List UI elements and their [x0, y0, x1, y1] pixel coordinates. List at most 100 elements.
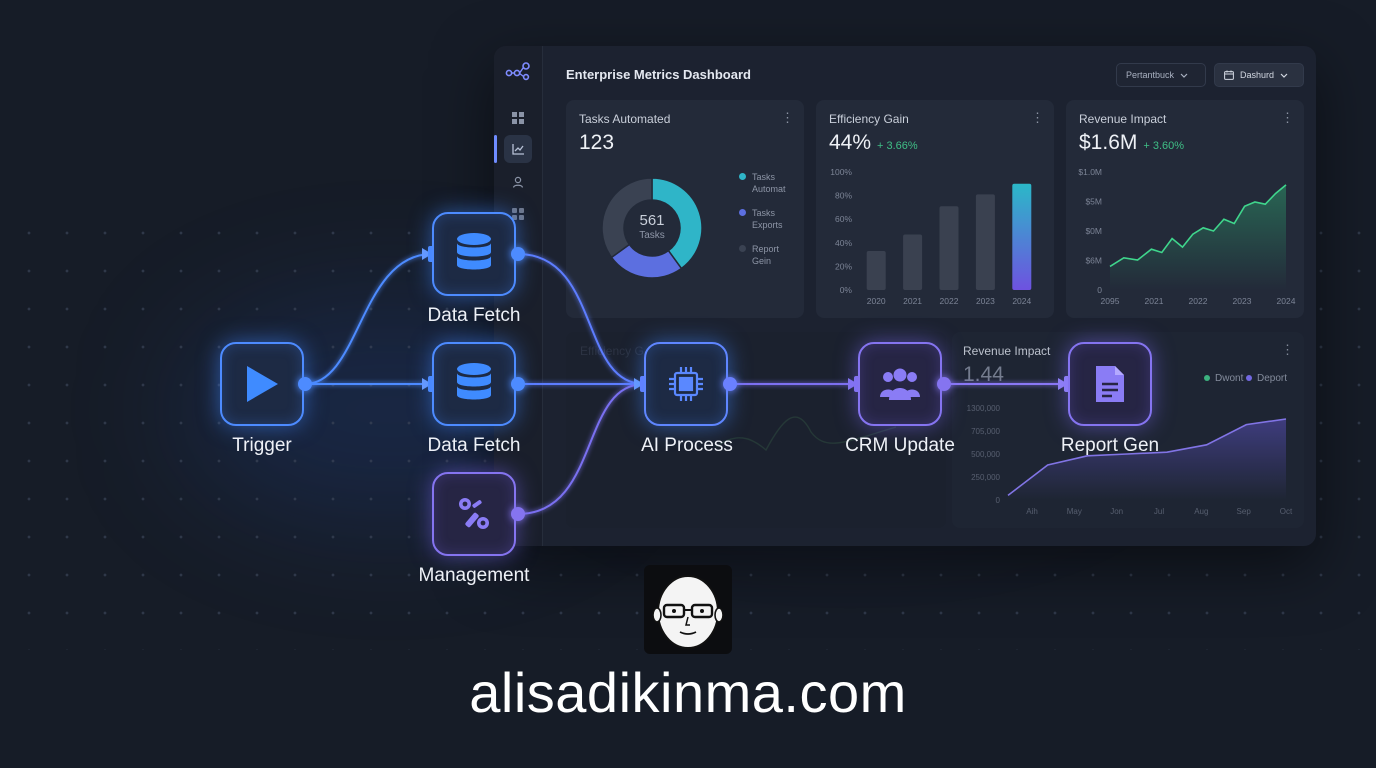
output-port[interactable] [723, 377, 737, 391]
revenue-impact-card: Revenue Impact $1.6M+ 3.60% ⋮ $1.0M$5M$0… [1066, 100, 1304, 318]
x-tick-label: Jon [1110, 507, 1123, 516]
legend-label: Tasks [752, 172, 776, 182]
arrowhead [422, 378, 432, 390]
output-port[interactable] [511, 247, 525, 261]
card-value: 44%+ 3.66% [829, 131, 918, 155]
node-ai-process[interactable] [644, 342, 728, 426]
y-tick-label: $6M [1085, 256, 1102, 266]
chart-line-icon [511, 144, 524, 155]
more-options-icon[interactable]: ⋮ [1281, 110, 1294, 125]
x-tick-label: May [1067, 507, 1082, 516]
x-tick-label: 2024 [1277, 296, 1296, 306]
node-label-trigger: Trigger [232, 435, 292, 456]
node-label-data-fetch-2: Data Fetch [427, 435, 521, 456]
x-tick-label: 2020 [867, 296, 886, 306]
legend-item-dwont: Dwont [1204, 373, 1243, 384]
more-options-icon[interactable]: ⋮ [781, 110, 794, 125]
database-icon [457, 363, 491, 400]
y-tick-label: 40% [835, 238, 852, 248]
x-tick-label: 2023 [976, 296, 995, 306]
card-title: Tasks Automated [579, 112, 671, 126]
tools-icon [459, 498, 489, 529]
chip-icon [669, 367, 703, 401]
sidebar-item-grid[interactable] [504, 104, 532, 132]
connector-mgmt-ai [517, 383, 645, 515]
y-tick-label: 60% [835, 214, 852, 224]
card-title: Efficiency Gain [829, 112, 909, 126]
node-label-crm-update: CRM Update [845, 435, 955, 456]
flow-logo-icon [505, 62, 530, 81]
legend-label: Report [752, 244, 780, 254]
x-tick-label: Sep [1237, 507, 1252, 516]
node-data-fetch-1[interactable] [432, 212, 516, 296]
x-tick-label: 2022 [940, 296, 959, 306]
node-management[interactable] [432, 472, 516, 556]
output-port[interactable] [511, 507, 525, 521]
legend-item-report-gein: Report Gein [739, 243, 780, 267]
node-label-data-fetch-1: Data Fetch [427, 305, 521, 326]
legend-swatch [1204, 375, 1210, 381]
node-trigger[interactable] [220, 342, 304, 426]
lower-line [1007, 418, 1287, 497]
brand-website: alisadikinma.com [469, 661, 907, 724]
x-tick-label: 2024 [1012, 296, 1031, 306]
author-avatar [644, 565, 732, 654]
output-port[interactable] [511, 377, 525, 391]
view-dropdown-label: Dashurd [1240, 70, 1275, 80]
legend-item-tasks-exports: Tasks Exports [739, 207, 783, 231]
connector-fetch1-ai [517, 253, 645, 385]
card-value: 1.44 [963, 363, 1004, 386]
node-label-management: Management [418, 565, 530, 586]
sidebar-item-analytics[interactable] [504, 135, 532, 163]
arrowhead [634, 378, 644, 390]
efficiency-delta: + 3.66% [877, 140, 918, 152]
legend-label: Exports [752, 220, 783, 230]
node-report-gen[interactable] [1068, 342, 1152, 426]
legend-item-deport: Deport [1246, 373, 1287, 384]
database-icon [457, 233, 491, 270]
output-port[interactable] [937, 377, 951, 391]
legend-label: Dwont [1215, 373, 1244, 384]
legend-item-tasks-automat: Tasks Automat [739, 171, 786, 195]
bar [939, 206, 959, 290]
y-tick-label: 20% [835, 261, 852, 271]
y-tick-label: 1300,000 [967, 404, 1001, 413]
legend-label: Deport [1257, 373, 1288, 384]
sidebar-item-apps[interactable] [504, 200, 532, 228]
avatar-face-illustration [652, 575, 724, 649]
output-port[interactable] [298, 377, 312, 391]
efficiency-gain-card: Efficiency Gain 44%+ 3.66% ⋮ 100%80%60%4… [816, 100, 1054, 318]
arrowhead [1058, 378, 1068, 390]
x-tick-label: Aug [1194, 507, 1208, 516]
arrowhead [422, 248, 432, 260]
node-data-fetch-2[interactable] [432, 342, 516, 426]
card-value: $1.6M+ 3.60% [1079, 131, 1184, 155]
apps-icon [512, 208, 524, 220]
y-tick-label: 0 [1097, 285, 1102, 295]
donut-center-value: 561 [639, 212, 665, 229]
legend-swatch [739, 245, 746, 252]
y-tick-label: 0% [840, 285, 853, 295]
x-tick-label: 2095 [1101, 296, 1120, 306]
revenue-delta: + 3.60% [1143, 140, 1185, 152]
legend-label: Automat [752, 184, 786, 194]
view-dropdown[interactable]: Dashurd [1214, 63, 1304, 87]
y-tick-label: 0 [996, 496, 1001, 505]
document-icon [1096, 366, 1124, 402]
x-tick-label: Jul [1154, 507, 1164, 516]
x-tick-label: 2022 [1189, 296, 1208, 306]
ghost-wave-line [716, 416, 896, 452]
sidebar-item-users[interactable] [504, 168, 532, 196]
node-crm-update[interactable] [858, 342, 942, 426]
x-tick-label: Oct [1280, 507, 1293, 516]
y-tick-label: $1.0M [1078, 167, 1102, 177]
node-label-report-gen: Report Gen [1060, 435, 1160, 456]
legend-swatch [739, 209, 746, 216]
more-options-icon[interactable]: ⋮ [1031, 110, 1044, 125]
bar [975, 194, 995, 290]
workspace-dropdown[interactable]: Pertantbuck [1116, 63, 1206, 87]
node-label-ai-process: AI Process [641, 435, 733, 456]
more-options-icon[interactable]: ⋮ [1281, 342, 1294, 357]
